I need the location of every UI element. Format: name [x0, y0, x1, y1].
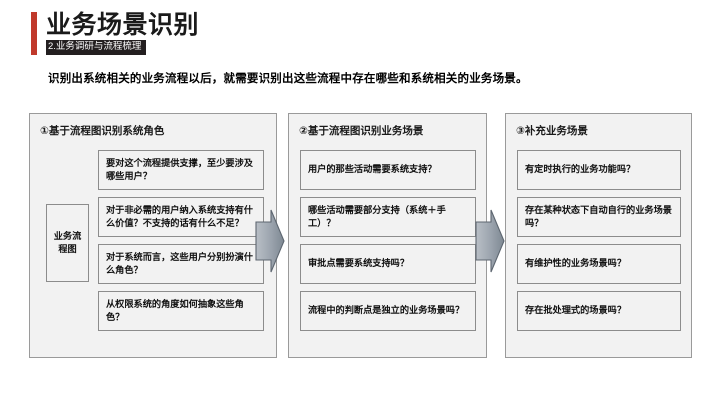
question-text: 对于非必需的用户纳入系统支持有什么价值？不支持的话有什么不足？ — [106, 204, 253, 228]
title-block: 业务场景识别 2.业务调研与流程梳理 — [46, 11, 200, 56]
question-text: 审批点需要系统支持吗？ — [308, 258, 410, 269]
diagram-box-label: 业务流程图 — [53, 231, 82, 254]
question-card: 存在某种状态下自动自行的业务场景吗？ — [517, 197, 681, 237]
question-text: 有维护性的业务场景吗？ — [525, 258, 627, 269]
question-card: 从权限系统的角度如何抽象这些角色？ — [98, 291, 264, 331]
question-card: 哪些活动需要部分支持（系统＋手工）？ — [300, 197, 476, 237]
lead-paragraph: 识别出系统相关的业务流程以后，就需要识别出这些流程中存在哪些和系统相关的业务场景… — [48, 73, 528, 85]
question-card: 流程中的判断点是独立的业务场景吗？ — [300, 291, 476, 331]
question-card: 对于非必需的用户纳入系统支持有什么价值？不支持的话有什么不足？ — [98, 197, 264, 237]
panel-title: ③补充业务场景 — [516, 125, 588, 137]
title-accent-bar — [31, 12, 37, 56]
slide-header: 业务场景识别 2.业务调研与流程梳理 — [31, 11, 200, 56]
question-text: 从权限系统的角度如何抽象这些角色？ — [106, 298, 244, 322]
panel-title: ①基于流程图识别系统角色 — [40, 125, 165, 137]
question-text: 存在某种状态下自动自行的业务场景吗？ — [525, 204, 672, 228]
panel-identify-business-scenarios: ②基于流程图识别业务场景 用户的那些活动需要系统支持？ 哪些活动需要部分支持（系… — [288, 113, 487, 358]
arrow-panel2-to-panel3 — [474, 208, 506, 274]
question-text: 存在批处理式的场景吗？ — [525, 305, 627, 316]
page-subtitle: 2.业务调研与流程梳理 — [48, 41, 142, 53]
panel-title: ②基于流程图识别业务场景 — [299, 125, 424, 137]
panel-identify-system-roles: ①基于流程图识别系统角色 业务流程图 要对这个流程提供支撑，至少要涉及哪些用户？… — [29, 113, 277, 358]
page-title: 业务场景识别 — [46, 11, 200, 39]
subtitle-badge: 2.业务调研与流程梳理 — [46, 40, 147, 56]
question-card: 对于系统而言，这些用户分别扮演什么角色？ — [98, 244, 264, 284]
question-text: 哪些活动需要部分支持（系统＋手工）？ — [308, 204, 446, 228]
panel-supplement-business-scenarios: ③补充业务场景 有定时执行的业务功能吗？ 存在某种状态下自动自行的业务场景吗？ … — [505, 113, 692, 358]
question-text: 流程中的判断点是独立的业务场景吗？ — [308, 305, 465, 316]
question-card: 有定时执行的业务功能吗？ — [517, 150, 681, 190]
question-card: 要对这个流程提供支撑，至少要涉及哪些用户？ — [98, 150, 264, 190]
question-text: 要对这个流程提供支撑，至少要涉及哪些用户？ — [106, 157, 253, 181]
question-text: 用户的那些活动需要系统支持？ — [308, 164, 437, 175]
question-card: 存在批处理式的场景吗？ — [517, 291, 681, 331]
arrow-panel1-to-panel2 — [254, 208, 286, 274]
question-card: 有维护性的业务场景吗？ — [517, 244, 681, 284]
question-text: 有定时执行的业务功能吗？ — [525, 164, 636, 175]
question-text: 对于系统而言，这些用户分别扮演什么角色？ — [106, 251, 253, 275]
business-process-diagram-box: 业务流程图 — [46, 204, 89, 282]
question-card: 审批点需要系统支持吗？ — [300, 244, 476, 284]
question-card: 用户的那些活动需要系统支持？ — [300, 150, 476, 190]
